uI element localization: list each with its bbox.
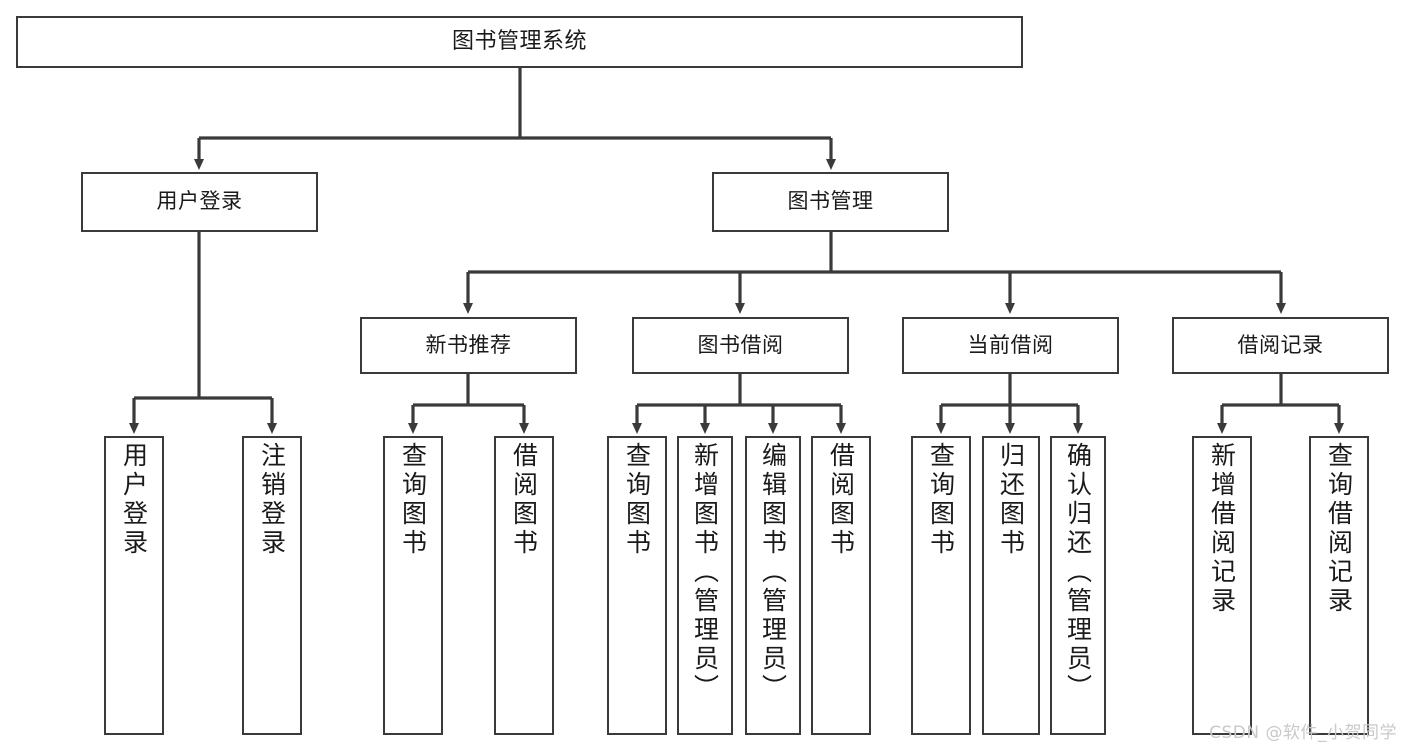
leaf-borrow-borrow-book[interactable]: 借阅图书 [811,436,871,735]
node-current-borrow[interactable]: 当前借阅 [902,317,1119,374]
node-label: 确认归还（管理员） [1063,442,1093,703]
node-label: 注销登录 [257,442,287,558]
node-label: 新增借阅记录 [1207,442,1237,616]
node-borrow-record[interactable]: 借阅记录 [1172,317,1389,374]
node-label: 借阅记录 [1237,332,1324,357]
node-label: 图书管理系统 [451,28,587,54]
leaf-recommend-query-book[interactable]: 查询图书 [383,436,443,735]
node-book-management[interactable]: 图书管理 [712,172,949,232]
node-label: 新增图书（管理员） [690,442,720,703]
node-label: 用户登录 [156,189,243,214]
leaf-current-query-book[interactable]: 查询图书 [911,436,971,735]
node-new-book-recommend[interactable]: 新书推荐 [360,317,577,374]
node-root-system[interactable]: 图书管理系统 [16,16,1023,68]
node-label: 归还图书 [996,442,1026,558]
leaf-user-login-logout[interactable]: 注销登录 [242,436,302,735]
node-user-login[interactable]: 用户登录 [81,172,318,232]
node-label: 图书管理 [787,189,874,214]
node-label: 新书推荐 [425,332,512,357]
node-label: 查询图书 [926,442,956,558]
node-label: 编辑图书（管理员） [758,442,788,703]
node-book-borrow[interactable]: 图书借阅 [632,317,849,374]
node-label: 查询借阅记录 [1324,442,1354,616]
leaf-record-add-record[interactable]: 新增借阅记录 [1192,436,1252,735]
node-label: 借阅图书 [509,442,539,558]
leaf-current-return-book[interactable]: 归还图书 [982,436,1040,735]
leaf-borrow-query-book[interactable]: 查询图书 [607,436,667,735]
leaf-user-login-login[interactable]: 用户登录 [104,436,164,735]
leaf-recommend-borrow-book[interactable]: 借阅图书 [494,436,554,735]
node-label: 查询图书 [622,442,652,558]
node-label: 用户登录 [119,442,149,558]
node-label: 图书借阅 [697,332,784,357]
node-label: 当前借阅 [967,332,1054,357]
leaf-borrow-edit-book-admin[interactable]: 编辑图书（管理员） [745,436,801,735]
leaf-borrow-add-book-admin[interactable]: 新增图书（管理员） [677,436,733,735]
node-label: 借阅图书 [826,442,856,558]
csdn-watermark: CSDN @软件_小贺同学 [1209,723,1397,743]
leaf-current-confirm-return-admin[interactable]: 确认归还（管理员） [1050,436,1106,735]
leaf-record-query-record[interactable]: 查询借阅记录 [1309,436,1369,735]
node-label: 查询图书 [398,442,428,558]
